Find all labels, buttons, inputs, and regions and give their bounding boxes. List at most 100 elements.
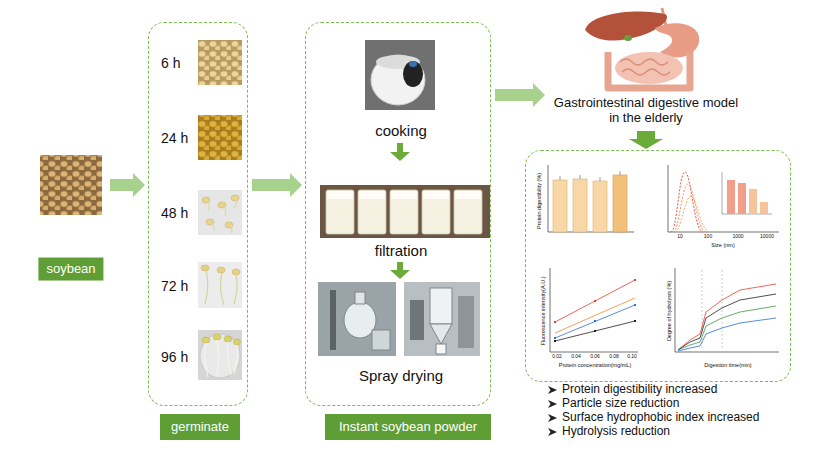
digestive-organs-part (608, 52, 690, 88)
tick-label: 10 (677, 234, 683, 240)
result-charts-part-part (634, 320, 636, 322)
result-charts-part-part (594, 330, 596, 332)
label-text: germinate (171, 420, 229, 435)
germination-photos-part-part (205, 343, 208, 377)
green-label: Instant soybean powder (325, 414, 491, 440)
result-charts-part-part (554, 321, 556, 323)
germination-photos-part-part (205, 271, 208, 304)
process-photos-part (326, 190, 482, 234)
process-photos-part (430, 288, 452, 324)
digestive-organs-part (585, 11, 667, 40)
soybean-photo-part (40, 155, 102, 215)
result-charts-part-part (554, 340, 556, 342)
process-photos-part-part (326, 190, 354, 234)
process-photos-part (327, 191, 481, 199)
result-charts-part (555, 321, 635, 341)
digestive-organs-part (620, 59, 670, 75)
germination-photos-part-part (220, 273, 224, 305)
bullet-arrows (548, 386, 557, 436)
tick-label: 100 (704, 234, 712, 240)
result-charts-part (555, 298, 635, 333)
germination-photos-part-part (216, 340, 219, 376)
tick-label: 0.02 (552, 354, 562, 360)
axis-title: Degree of hydrolysis (%) (666, 281, 672, 341)
germination-photos-part (198, 115, 242, 160)
result-charts-part (722, 172, 772, 214)
germination-photos-part-part (234, 200, 236, 208)
dashed-panel: 6 h24 h48 h72 h96 h (148, 22, 248, 406)
result-charts-part (678, 306, 776, 350)
result-charts-part (675, 196, 710, 232)
germination-photos-part-part (213, 334, 221, 340)
germination-photos-part (205, 340, 238, 377)
germination-photos-part-part (202, 197, 210, 203)
germination-photos-part (198, 40, 242, 85)
result-charts-part (678, 284, 776, 350)
dashed-panel: cookingfiltrationSpray drying (305, 22, 491, 406)
result-charts-part (675, 268, 779, 352)
germination-photos-part (205, 271, 237, 305)
germination-photos-part-part (225, 222, 233, 228)
result-charts-part (548, 165, 634, 232)
germination-photos-part-part (201, 265, 209, 271)
result-charts-part (738, 183, 746, 214)
process-photos-part (430, 324, 452, 344)
germination-photos-part (198, 190, 242, 235)
germination-photos-part-part (224, 207, 226, 216)
axis-title: Fluorescence intensity(A.U.) (540, 276, 546, 345)
bullet-arrows-part (548, 414, 557, 422)
germination-photos-part-part (234, 339, 241, 345)
tick-label: 10000 (760, 234, 774, 240)
result-charts-part (760, 202, 768, 214)
process-photos-part (410, 300, 424, 340)
germination-photos-part (208, 200, 236, 233)
axis-title: Protein digestibility (%) (536, 173, 542, 229)
process-photos-part (365, 40, 435, 110)
process-photos-part (458, 296, 474, 348)
dashed-panel: Protein digestibility (%) Size (nm) Fluore… (525, 150, 791, 382)
green-label: germinate (160, 414, 240, 440)
process-photos-part-part (455, 191, 481, 199)
digestive-organs-part (615, 52, 683, 84)
process-photos-part (355, 292, 365, 304)
bullet-arrows-part (548, 386, 557, 394)
time-label: 72 h (161, 278, 188, 294)
process-photos-part (376, 55, 420, 69)
process-arrows-part (390, 270, 410, 279)
soybean-photo (40, 155, 102, 215)
step-label: cooking (375, 122, 427, 139)
axis-title: Size (nm) (711, 242, 735, 248)
process-photos-part-part (391, 191, 417, 199)
germination-photos-part-part (202, 337, 210, 343)
step-label: filtration (375, 242, 428, 259)
digestion-model: Gastrointestinal digestive model in the … (548, 4, 744, 130)
process-photos-part (404, 282, 480, 356)
germination-photos-part (202, 195, 239, 228)
model-title: Gastrointestinal digestive model in the … (550, 96, 742, 126)
result-charts-part (678, 294, 776, 350)
result-charts-part (678, 318, 776, 351)
germination-photos (198, 40, 242, 380)
germination-photos-part-part (224, 336, 232, 342)
process-photos-part (344, 302, 376, 338)
germination-photos-part-part (234, 345, 238, 374)
process-photos-part-part (358, 190, 386, 234)
process-photos-part (372, 330, 390, 350)
germination-photos-part-part (212, 224, 214, 231)
block-arrow (252, 173, 302, 197)
result-charts-part-part (634, 304, 636, 306)
process-photos-part (318, 282, 396, 356)
process-photos-part (409, 61, 417, 67)
result-charts-part (554, 304, 636, 339)
time-label: 24 h (161, 130, 188, 146)
ingredient-group: soybean (36, 150, 106, 284)
block-arrow (495, 83, 545, 107)
finding-text: Protein digestibility increased (562, 383, 717, 397)
label-text: Instant soybean powder (339, 420, 477, 435)
germination-photos-part (198, 262, 242, 308)
germination-photos-part (200, 334, 240, 378)
germination-photos-part-part (234, 275, 237, 304)
result-charts-part (749, 189, 757, 214)
block-arrow (629, 131, 663, 149)
